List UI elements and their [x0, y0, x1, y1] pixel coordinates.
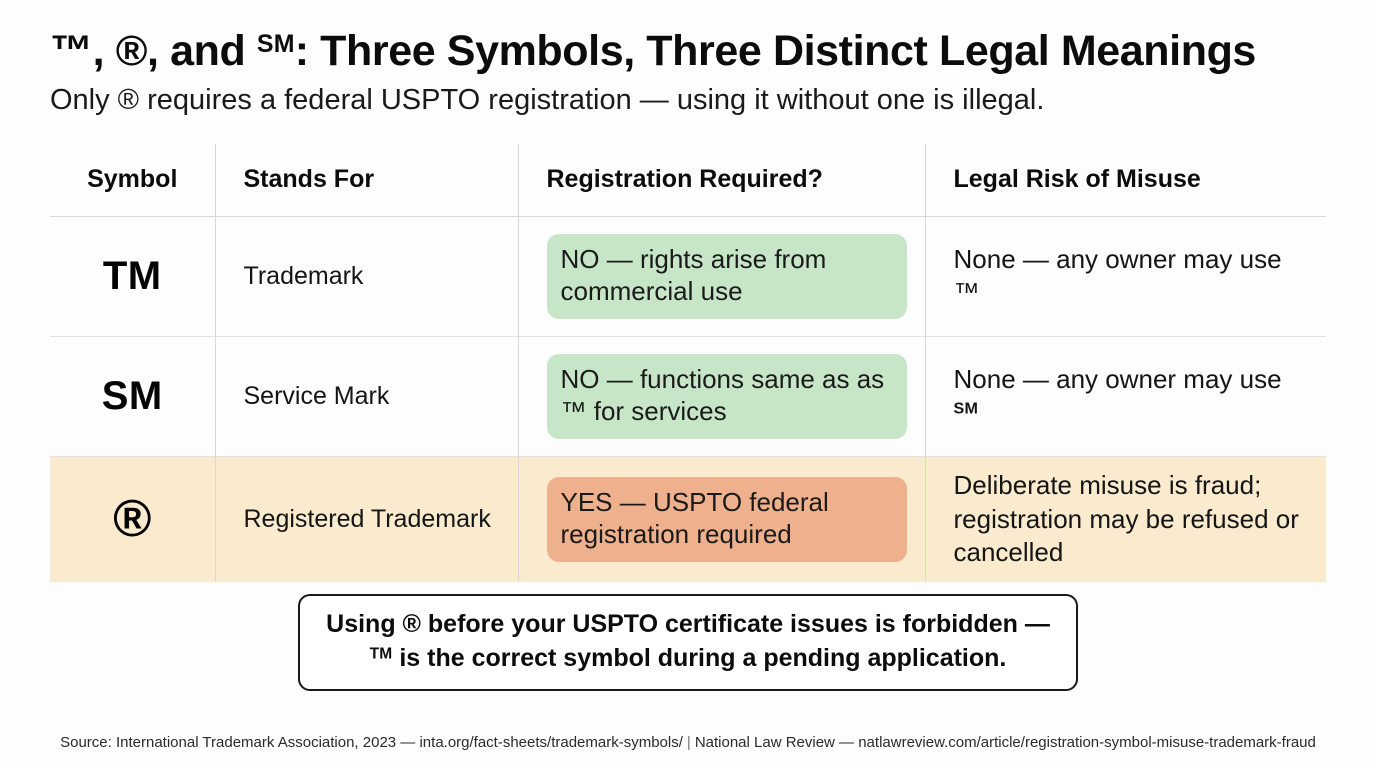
cell-symbol-registered: ®	[50, 456, 215, 582]
legal-risk-text: Deliberate misuse is fraud; registration…	[953, 470, 1299, 567]
page-title: ™, ®, and SM: Three Symbols, Three Disti…	[50, 28, 1326, 74]
column-header-legal-risk-label: Legal Risk of Misuse	[953, 165, 1201, 194]
table-header: Symbol Stands For Registration Required?…	[50, 143, 1326, 217]
status-badge-registration-no: NO — functions same as as ™ for services	[546, 353, 907, 439]
registration-pill-wrap: NO — rights arise from commercial use	[519, 233, 925, 319]
stands-for-text: Service Mark	[243, 382, 390, 411]
warning-callout: Using ® before your USPTO certificate is…	[298, 593, 1078, 692]
column-header-registration-required: Registration Required?	[517, 143, 925, 217]
table-row: SM Service Mark NO — functions same as a…	[50, 336, 1327, 457]
table-body: TM Trademark NO — rights arise from comm…	[50, 216, 1326, 582]
source-part-2: National Law Review — natlawreview.com/a…	[694, 734, 1316, 751]
legal-risk-prefix: None — any owner may use	[953, 244, 1282, 275]
table-row: TM Trademark NO — rights arise from comm…	[50, 216, 1327, 337]
legal-risk-symbol-sm: SM	[953, 399, 979, 418]
cell-legal-risk-sm: None — any owner may use SM	[924, 336, 1327, 457]
callout-line-2-text: is the correct symbol during a pending a…	[392, 643, 1007, 672]
column-header-symbol: Symbol	[50, 143, 215, 217]
symbols-comparison-table: Symbol Stands For Registration Required?…	[50, 143, 1326, 582]
column-header-symbol-label: Symbol	[87, 165, 178, 194]
legal-risk-prefix: None — any owner may use	[953, 364, 1282, 395]
status-badge-registration-no: NO — rights arise from commercial use	[546, 233, 907, 319]
callout-line-1: Using ® before your USPTO certificate is…	[326, 609, 1050, 638]
table-row: ® Registered Trademark YES — USPTO feder…	[50, 456, 1326, 582]
stands-for-text: Registered Trademark	[243, 505, 491, 534]
cell-legal-risk-tm: None — any owner may use ™	[924, 216, 1327, 337]
header: ™, ®, and SM: Three Symbols, Three Disti…	[50, 0, 1326, 118]
registration-pill-wrap: NO — functions same as as ™ for services	[519, 353, 925, 439]
cell-stands-for-tm: Trademark	[214, 216, 518, 337]
cell-registration-tm: NO — rights arise from commercial use	[517, 216, 925, 337]
registration-pill-wrap: YES — USPTO federal registration require…	[519, 476, 925, 562]
page-subtitle: Only ® requires a federal USPTO registra…	[50, 84, 1045, 117]
cell-symbol-sm: SM	[101, 373, 163, 418]
legal-risk-text: None — any owner may use ™	[926, 243, 1327, 310]
callout-tm-superscript: TM	[369, 645, 393, 663]
column-header-stands-for-label: Stands For	[243, 165, 375, 194]
legal-risk-text: None — any owner may use SM	[926, 363, 1327, 430]
source-citation: Source: International Trademark Associat…	[50, 734, 1326, 751]
cell-legal-risk-registered: Deliberate misuse is fraud; registration…	[924, 456, 1326, 582]
title-prefix: ™, ®, and	[50, 27, 257, 75]
cell-stands-for-registered: Registered Trademark	[214, 456, 518, 582]
cell-registration-sm: NO — functions same as as ™ for services	[517, 336, 925, 457]
stands-for-text: Trademark	[243, 262, 364, 291]
callout-wrapper: Using ® before your USPTO certificate is…	[50, 593, 1326, 692]
column-header-registration-required-label: Registration Required?	[546, 165, 823, 194]
column-header-legal-risk: Legal Risk of Misuse	[924, 143, 1326, 217]
title-rest: : Three Symbols, Three Distinct Legal Me…	[294, 27, 1257, 75]
column-header-stands-for: Stands For	[214, 143, 518, 217]
title-sm-superscript: SM	[256, 30, 295, 59]
cell-symbol-tm: TM	[102, 253, 162, 298]
callout-line-2: TM is the correct symbol during a pendin…	[326, 642, 1050, 676]
source-divider: |	[686, 734, 691, 751]
cell-stands-for-sm: Service Mark	[214, 336, 518, 457]
status-badge-registration-yes: YES — USPTO federal registration require…	[546, 476, 907, 562]
cell-registration-registered: YES — USPTO federal registration require…	[517, 456, 925, 582]
legal-risk-symbol-tm: ™	[953, 277, 980, 308]
source-part-1: Source: International Trademark Associat…	[60, 734, 683, 751]
table-header-row: Symbol Stands For Registration Required?…	[50, 143, 1326, 217]
